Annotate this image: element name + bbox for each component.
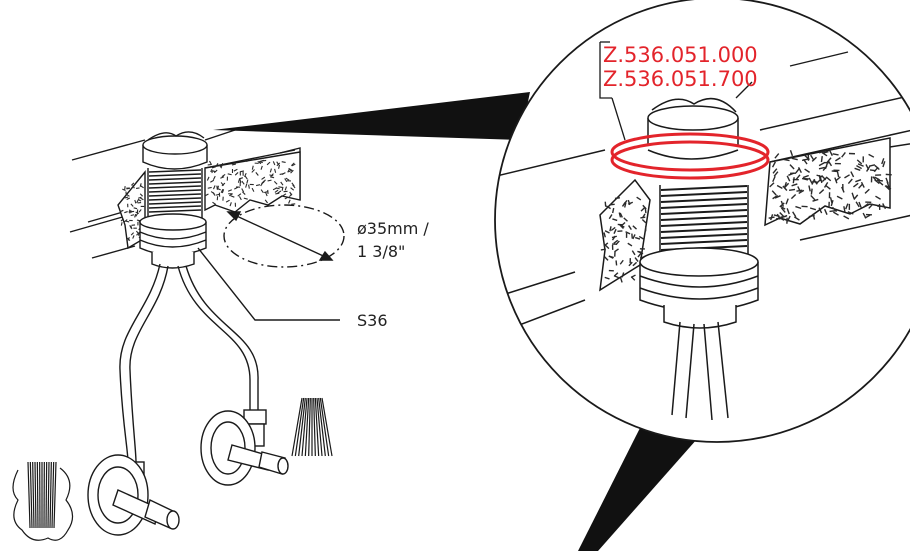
mounting-nut	[139, 213, 207, 269]
wrench-size-label: S36	[357, 311, 388, 330]
part-number-1: Z.536.051.000	[603, 43, 758, 67]
foam-texture-main	[117, 151, 301, 250]
part-number-callout	[599, 41, 849, 141]
flex-hoses	[119, 263, 259, 463]
angle-valve-right	[200, 409, 289, 486]
part-number-2: Z.536.051.700	[603, 67, 758, 91]
water-spray-right-icon	[291, 397, 333, 457]
drill-hole-indicator	[223, 204, 345, 268]
diameter-label-metric: ø35mm /	[357, 219, 429, 238]
diameter-label-imperial: 1 3/8"	[357, 242, 405, 261]
magnified-detail	[494, 0, 910, 443]
top-cap	[142, 131, 208, 170]
main-assembly	[69, 129, 345, 536]
wrench-leader-line	[197, 247, 340, 321]
threaded-body	[147, 168, 203, 219]
angle-valve-left	[87, 454, 180, 536]
highlighted-washer	[610, 132, 770, 180]
water-spray-left-icon	[12, 461, 74, 541]
magnifier-cone	[213, 92, 705, 551]
